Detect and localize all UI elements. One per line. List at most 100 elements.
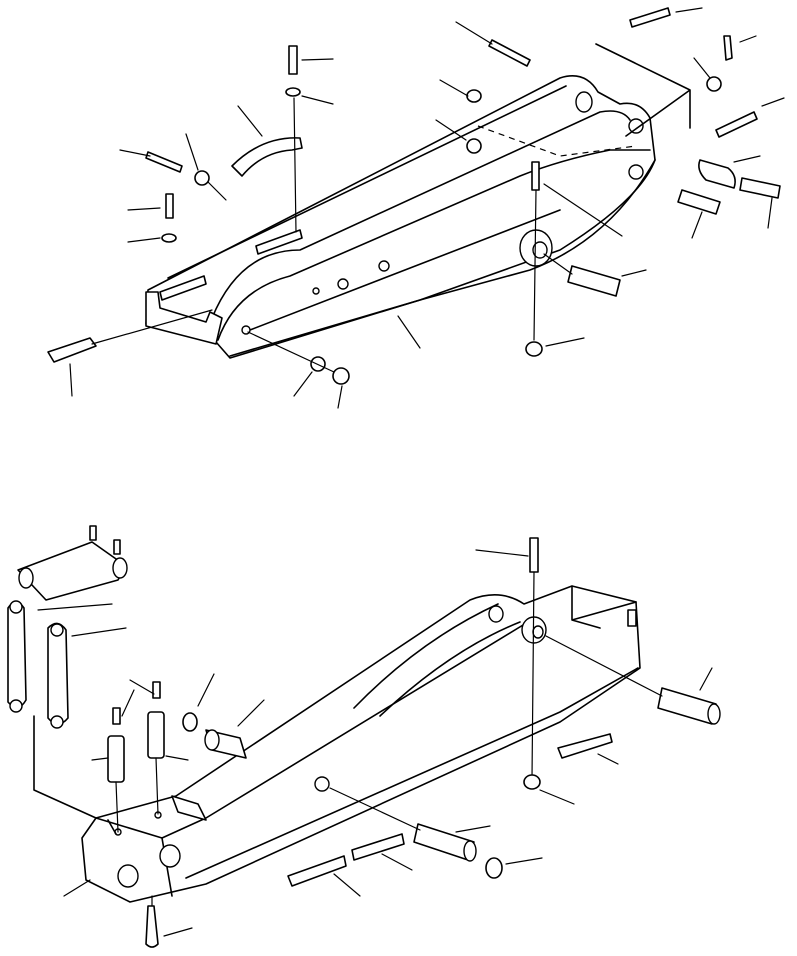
arm-tip-pin-axis [545,635,663,697]
bushing-left-end [204,729,220,751]
leader [675,7,703,13]
arm-tip-pin-end [707,703,721,725]
leader [129,679,155,695]
boom-top-plate [255,229,303,255]
arm-bolt-axis [531,571,535,779]
boom-tip-hole-1 [628,118,644,134]
leader [301,95,334,105]
grease-fitting-2 [152,681,161,699]
nut-foot [525,341,543,357]
lock-pin-clip [723,35,733,61]
arm-boss-2 [488,605,504,623]
link-2-eye-bottom [50,715,64,729]
boom-assembly [47,7,781,385]
arm-pad [171,795,207,821]
leader [381,853,413,871]
leader [163,927,193,937]
bolt-top-right [629,7,671,28]
plate-leader [91,309,213,345]
snap-ring-lower [485,857,503,879]
arm-upper-bore [532,625,544,639]
bolt-right [715,111,758,138]
wear-strip-1 [557,733,613,759]
bolt-axis-left [207,181,227,201]
boom-side-panel-upper [211,110,631,319]
boom-web-line [249,209,561,331]
foot-pin [567,265,621,297]
leader [761,97,785,107]
cap-screw-left [145,151,183,173]
washer-center [285,87,301,97]
arm-tip-slot [627,609,637,627]
dipper-arm-assembly [7,525,721,948]
leader [543,183,623,237]
leader [127,207,161,211]
cap-screw-small [165,193,174,219]
leader [333,873,361,897]
spacer-axis-1 [115,781,119,833]
arm-leader-lines [37,549,713,937]
nut-top-2 [466,138,482,154]
leader [475,549,529,557]
long-bolt-top [488,39,531,67]
link-pin-end [112,557,128,579]
arm-web-curve-2 [379,621,521,717]
pin-right-2 [739,177,781,199]
leader [699,667,713,691]
nut-arm [523,774,541,790]
link-1-eye-bottom [9,699,23,713]
leader [435,119,467,141]
boom-upper-boss [575,91,593,113]
wear-strip-3 [351,833,405,861]
snap-ring-left [182,712,198,732]
foot-bolt-axis [533,189,537,341]
arm-end-bore-1 [117,864,139,888]
leader [739,35,757,43]
arm-tip-pin [657,687,717,725]
leader [237,699,265,727]
leader [293,371,313,397]
leader [127,237,161,243]
foot-pin-axis [543,253,573,275]
leader [597,753,619,765]
wear-strip-2 [287,855,347,887]
boom-body [145,75,656,359]
nut-left [194,170,210,186]
spacer-axis-2 [155,757,159,815]
leader [197,673,215,707]
leader [237,105,263,137]
arm-top-face [95,621,529,839]
leader [63,879,91,897]
leader [185,133,199,171]
link-2 [47,622,69,725]
arm-lower-edge [185,667,639,879]
leader [69,363,73,397]
leader [455,21,493,45]
link-1 [7,601,27,709]
spacer-1 [107,735,125,783]
grease-fitting-top-2 [113,539,121,555]
leader [693,57,711,79]
boom-end-pad [159,275,207,301]
boom-side-hole-1 [337,278,349,290]
arm-end-bore-2 [159,844,181,868]
leader [455,825,491,833]
leader [37,603,113,611]
leader [621,269,647,277]
leader [301,58,334,61]
bolt-axis-center [293,97,297,233]
washer-small [161,233,177,243]
leader [121,689,135,717]
leader [397,315,421,349]
bushing-right [698,159,736,189]
lower-pin-axis [329,787,421,831]
boom-underside [229,159,656,357]
lower-pin-end [463,840,477,862]
leader [337,385,343,409]
leader [71,627,127,637]
leader [505,857,543,865]
leader [439,79,469,97]
cap-screw-center [288,45,298,75]
